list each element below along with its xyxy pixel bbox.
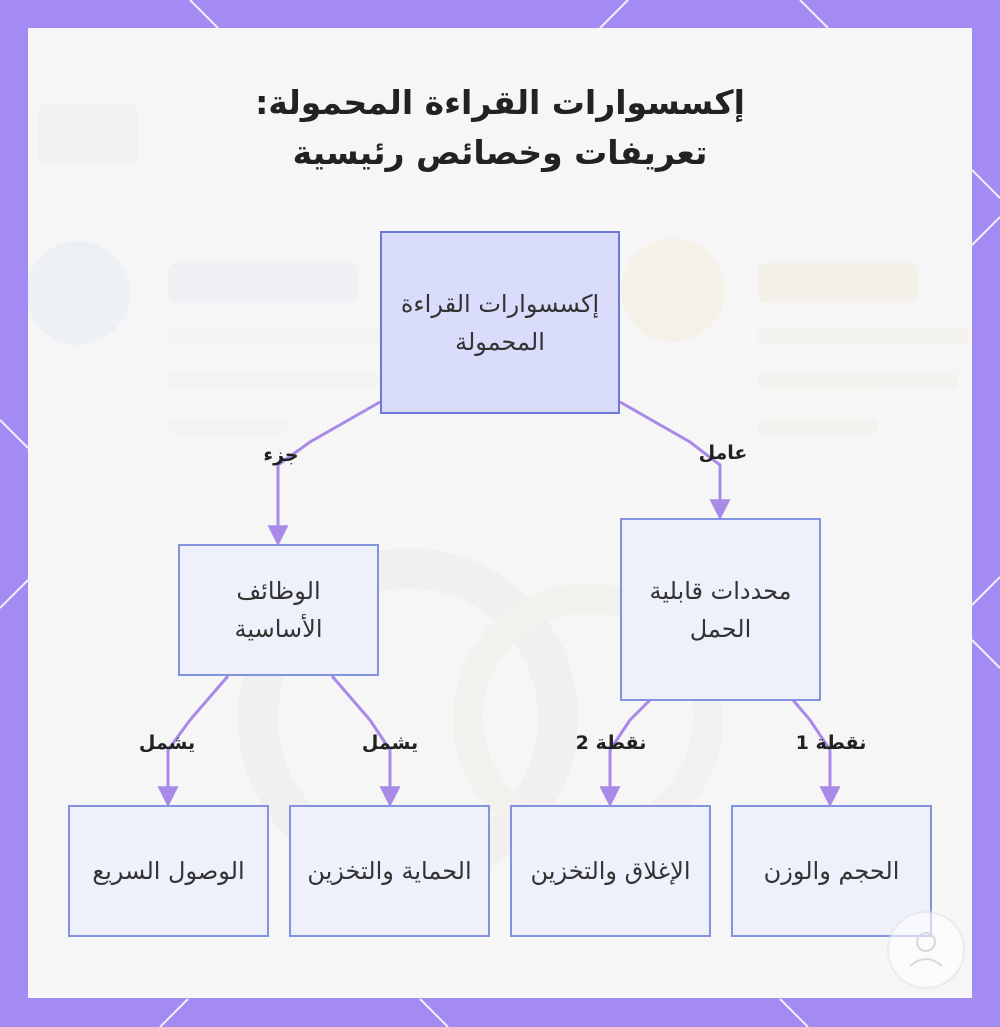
edge-core-to-protection <box>330 675 401 808</box>
node-protection-storage[interactable]: الحماية والتخزين <box>289 805 490 937</box>
node-quick-access-label: الوصول السريع <box>92 857 245 885</box>
edge-label-includes-left: يشمل <box>138 732 196 754</box>
edge-label-factor: عامل <box>698 442 748 464</box>
edge-label-point-1: نقطة 1 <box>795 732 867 754</box>
title-line-1: إكسسوارات القراءة المحمولة: <box>255 83 745 122</box>
faded-background-illustration <box>28 103 968 888</box>
node-closure-storage[interactable]: الإغلاق والتخزين <box>510 805 711 937</box>
node-portability-factors[interactable]: محددات قابلية الحمل <box>620 518 821 701</box>
diagram-title: إكسسوارات القراءة المحمولة: تعريفات وخصا… <box>0 78 1000 178</box>
node-protection-storage-label: الحماية والتخزين <box>307 857 472 885</box>
node-size-weight-label: الحجم والوزن <box>763 857 900 885</box>
node-closure-storage-label: الإغلاق والتخزين <box>530 857 691 885</box>
edge-portability-to-closure <box>599 698 652 808</box>
watermark-badge-icon <box>887 911 965 989</box>
edge-core-to-quick <box>157 675 230 808</box>
edge-root-to-core <box>267 400 381 547</box>
edge-label-point-2: نقطة 2 <box>575 732 647 754</box>
node-portability-factors-label: محددات قابلية الحمل <box>649 576 792 643</box>
edge-portability-to-size <box>791 699 841 808</box>
node-core-functions-label: الوظائف الأساسية <box>234 577 323 643</box>
edge-label-part: جزء <box>263 444 299 466</box>
node-size-weight[interactable]: الحجم والوزن <box>731 805 932 937</box>
node-quick-access[interactable]: الوصول السريع <box>68 805 269 937</box>
edge-label-includes-right: يشمل <box>361 732 419 754</box>
edge-root-to-portability <box>619 400 731 521</box>
node-root[interactable]: إكسسوارات القراءة المحمولة <box>380 231 620 414</box>
node-core-functions[interactable]: الوظائف الأساسية <box>178 544 379 676</box>
title-line-2: تعريفات وخصائص رئيسية <box>292 133 708 172</box>
node-root-label: إكسسوارات القراءة المحمولة <box>400 289 600 356</box>
